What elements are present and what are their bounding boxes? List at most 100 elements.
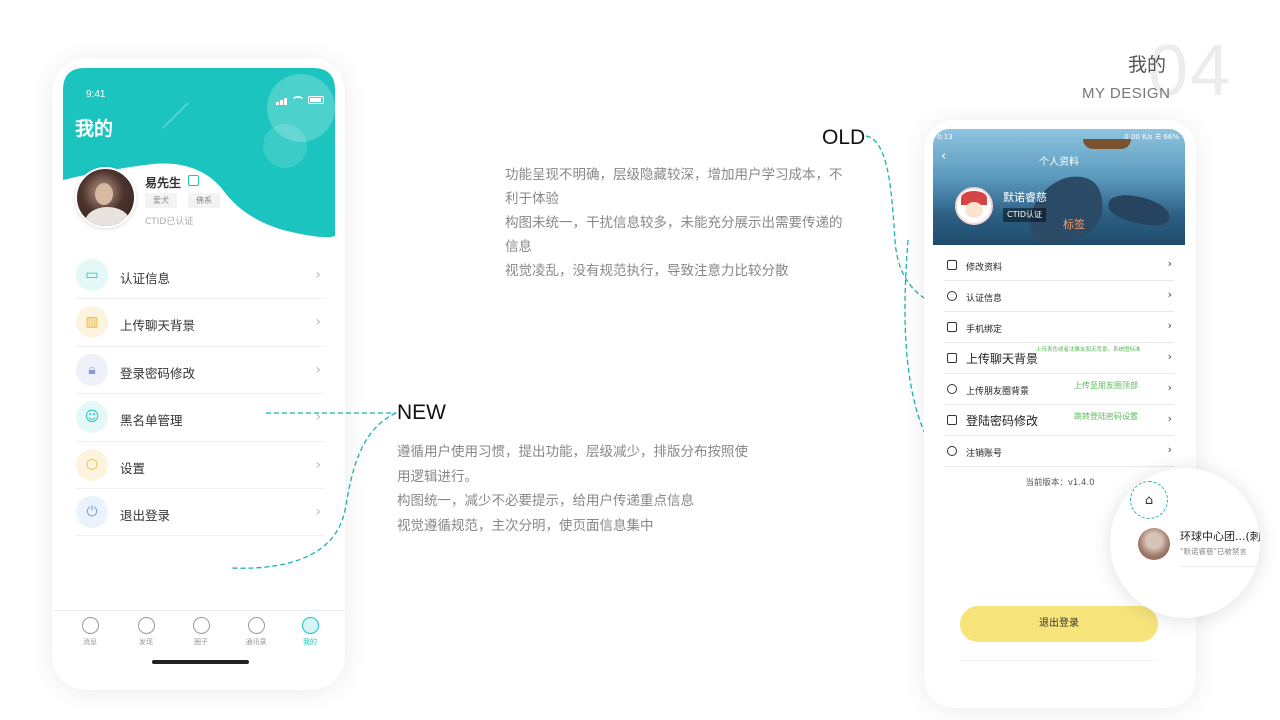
description-line: 信息 <box>505 239 532 255</box>
chevron-right-icon: › <box>315 456 321 473</box>
image-icon: ▨ <box>76 306 108 339</box>
chevron-right-icon: › <box>1167 443 1172 456</box>
user-tag: 爱犬 <box>145 193 177 208</box>
avatar[interactable] <box>955 187 993 225</box>
chevron-right-icon: › <box>1167 319 1172 332</box>
menu-item-label: 黑名单管理 <box>120 413 183 429</box>
old-menu-item[interactable]: 上传聊天背景›上传表色或者沈雅友朋天背景。系统图标准 <box>944 343 1174 374</box>
description-line: 用逻辑进行。 <box>397 468 478 485</box>
version-text: 当前版本：v1.4.0 <box>1025 478 1095 488</box>
description-line: 功能呈现不明确，层级隐藏较深，增加用户学习成本，不 <box>505 167 843 183</box>
menu-item-label: 修改资料 <box>966 263 1003 273</box>
tab-label: 圈子 <box>194 638 208 646</box>
new-design-phone: 9:41 我的 易先生 爱犬 佛系 CTID已认证 ▭认证信息›▨上传聊天背景›… <box>52 58 345 690</box>
divider <box>1180 566 1260 567</box>
chevron-right-icon: › <box>315 409 321 426</box>
menu-item[interactable]: ⏻ 退出登录 › <box>76 489 325 537</box>
menu-item[interactable]: ▨上传聊天背景› <box>76 299 325 347</box>
tag-label[interactable]: 标签 <box>1063 218 1085 231</box>
user-name: 易先生 <box>145 176 182 190</box>
new-label: NEW <box>397 401 446 424</box>
settings-menu: ▭认证信息›▨上传聊天背景›🔒︎登录密码修改›☺黑名单管理›⬡设置›⏻退出登录› <box>76 252 325 537</box>
status-icons <box>276 90 324 109</box>
id-card-icon: ▭ <box>76 259 108 291</box>
cube-icon <box>192 617 210 634</box>
home-button[interactable]: ⌂ <box>1130 481 1168 519</box>
divider <box>960 660 1158 661</box>
contacts-icon <box>247 617 265 634</box>
boat-illustration <box>1083 139 1131 149</box>
description-line: 遵循用户使用习惯，提出功能，层级减少，排版分布按照使 <box>397 444 748 460</box>
tab-compass[interactable]: 发现 <box>126 617 166 647</box>
old-menu-item[interactable]: 登陆密码修改›跳转登陆密码设置 <box>944 405 1174 436</box>
menu-item-label: 登陆密码修改 <box>966 414 1039 428</box>
ctid-badge: CTID认证 <box>1003 208 1046 222</box>
tab-profile[interactable]: 我的 <box>290 617 330 647</box>
menu-item-hint: 上传表色或者沈雅友朋天背景。系统图标准 <box>1036 347 1141 353</box>
old-menu-item[interactable]: 认证信息› <box>944 281 1174 312</box>
user-tag: 佛系 <box>188 193 220 208</box>
tab-label: 消息 <box>83 638 97 646</box>
profile-icon <box>301 617 319 634</box>
group-avatar <box>1138 528 1170 560</box>
old-menu-item[interactable]: 上传朋友圈背景›上传至朋友圈顶部 <box>944 374 1174 405</box>
whale-illustration <box>1105 190 1173 230</box>
power-icon-glyph: ⏻ <box>86 503 98 520</box>
tab-message[interactable]: 消息 <box>70 617 110 647</box>
section-number: 04 <box>1148 31 1233 111</box>
logout-button[interactable]: 退出登录 <box>960 606 1158 642</box>
chevron-right-icon: › <box>1167 412 1172 425</box>
edit-icon[interactable] <box>188 175 199 186</box>
old-menu-item[interactable]: 手机绑定 › <box>944 312 1174 343</box>
chevron-right-icon: › <box>1167 257 1172 270</box>
status-icons: 0.00 K/s ☰ 66% <box>1124 133 1179 141</box>
page-title: 个人资料 <box>1039 157 1079 168</box>
menu-item-icon <box>947 322 957 332</box>
menu-item-label: 退出登录 <box>120 507 171 523</box>
page-title: 我的 <box>75 118 114 140</box>
description-line: 视觉凌乱，没有规范执行，导致注意力比较分散 <box>505 263 789 279</box>
id-card-icon-glyph: ▭ <box>85 267 99 283</box>
new-description: 遵循用户使用习惯，提出功能，层级减少，排版分布按照使用逻辑进行。构图统一，减少不… <box>397 440 787 538</box>
signal-icon <box>276 90 288 109</box>
menu-item[interactable]: ☺ 黑名单管理 › <box>76 394 325 442</box>
chevron-right-icon: › <box>315 503 321 520</box>
avatar[interactable] <box>75 167 136 228</box>
notification-zoom: ⌂ 环球中心团...(刺 "默诺睿慈"已被禁言 <box>1110 468 1260 618</box>
menu-item-hint: 上传至朋友圈顶部 <box>1074 381 1138 390</box>
menu-item-icon <box>947 353 957 363</box>
lock-icon-glyph: 🔒︎ <box>88 361 96 378</box>
profile-banner <box>63 68 335 238</box>
menu-item-label: 登录密码修改 <box>120 365 196 381</box>
menu-item-label: 认证信息 <box>966 294 1003 304</box>
description-line: 构图未统一，干扰信息较多，未能充分展示出需要传递的 <box>505 215 843 231</box>
menu-item-label: 手机绑定 <box>966 325 1003 335</box>
menu-item-label: 认证信息 <box>120 271 171 286</box>
lock-icon: 🔒︎ <box>76 353 108 386</box>
menu-item[interactable]: 🔒︎登录密码修改› <box>76 347 325 395</box>
decor-bubble <box>267 74 335 142</box>
wifi-icon <box>293 96 303 103</box>
power-icon: ⏻ <box>76 495 108 528</box>
ctid-status: CTID已认证 <box>145 217 194 227</box>
tab-label: 发现 <box>139 638 153 646</box>
home-indicator <box>152 660 249 664</box>
menu-item[interactable]: ▭认证信息› <box>76 252 325 300</box>
user-name: 默诺睿慈 <box>1003 191 1047 204</box>
back-arrow-icon[interactable]: ‹ <box>941 149 947 164</box>
tab-cube[interactable]: 圈子 <box>181 617 221 647</box>
user-block-icon: ☺ <box>76 401 108 434</box>
menu-item-label: 设置 <box>120 460 146 476</box>
message-icon <box>81 617 99 634</box>
description-line: 构图统一，减少不必要提示，给用户传递重点信息 <box>397 493 694 509</box>
compass-icon <box>137 617 155 634</box>
battery-icon <box>308 95 324 104</box>
notification-subtitle: "默诺睿慈"已被禁言 <box>1180 547 1247 556</box>
tab-contacts[interactable]: 通讯录 <box>236 617 276 647</box>
old-menu-item[interactable]: 注销账号› <box>944 436 1174 467</box>
old-menu-item[interactable]: 修改资料 › <box>944 250 1174 281</box>
image-icon-glyph: ▨ <box>85 314 99 331</box>
old-label: OLD <box>822 126 866 149</box>
menu-item[interactable]: ⬡设置› <box>76 442 325 489</box>
menu-item-label: 上传聊天背景 <box>120 318 196 334</box>
